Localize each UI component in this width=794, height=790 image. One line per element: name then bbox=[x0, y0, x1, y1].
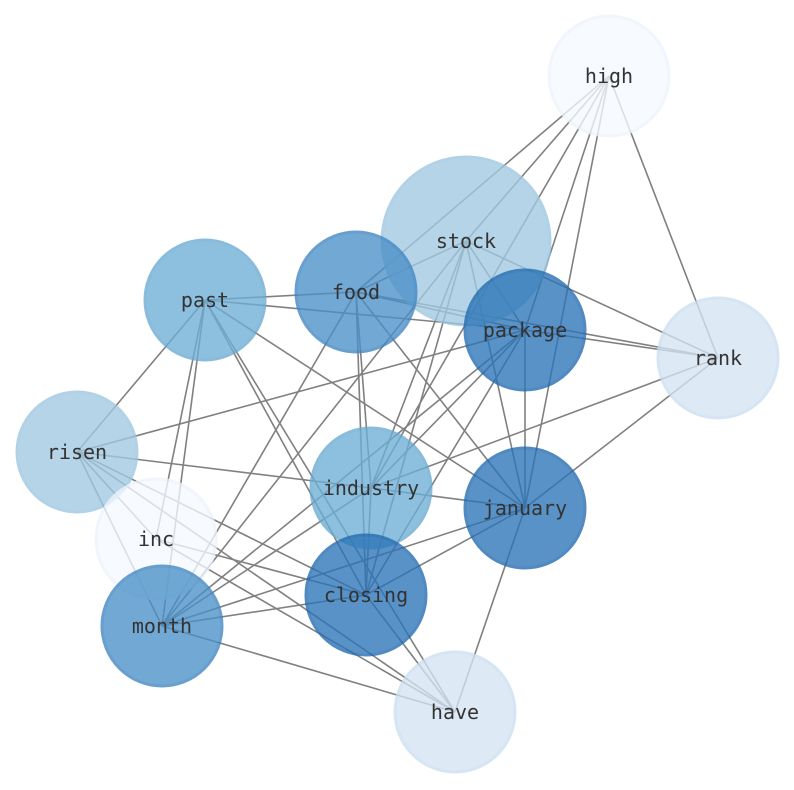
node-label-inc: inc bbox=[138, 527, 174, 551]
node-circle-closing[interactable] bbox=[304, 533, 428, 657]
node-circle-risen[interactable] bbox=[15, 390, 139, 514]
node-circle-food[interactable] bbox=[294, 230, 418, 354]
node-label-food: food bbox=[332, 280, 380, 304]
node-label-high: high bbox=[585, 64, 633, 88]
node-risen[interactable]: risen bbox=[15, 390, 139, 514]
node-past[interactable]: past bbox=[143, 238, 267, 362]
node-label-have: have bbox=[431, 700, 479, 724]
nodes-layer: high stock rank past food package risen industr… bbox=[15, 14, 780, 774]
node-circle-package[interactable] bbox=[463, 268, 587, 392]
node-food[interactable]: food bbox=[294, 230, 418, 354]
node-have[interactable]: have bbox=[393, 650, 517, 774]
edge-rank-industry bbox=[370, 357, 719, 489]
node-label-month: month bbox=[132, 614, 192, 638]
node-label-package: package bbox=[483, 318, 567, 342]
node-label-stock: stock bbox=[436, 229, 496, 253]
node-label-january: january bbox=[483, 496, 567, 520]
node-label-industry: industry bbox=[323, 476, 419, 500]
node-inc[interactable]: inc bbox=[94, 477, 218, 601]
node-industry[interactable]: industry bbox=[309, 426, 433, 550]
node-circle-past[interactable] bbox=[143, 238, 267, 362]
node-january[interactable]: january bbox=[463, 446, 587, 570]
node-circle-rank[interactable] bbox=[656, 296, 780, 420]
node-rank[interactable]: rank bbox=[656, 296, 780, 420]
node-closing[interactable]: closing bbox=[304, 533, 428, 657]
node-circle-high[interactable] bbox=[547, 14, 671, 138]
node-label-past: past bbox=[181, 288, 229, 312]
node-circle-month[interactable] bbox=[100, 564, 224, 688]
node-label-risen: risen bbox=[47, 440, 107, 464]
node-month[interactable]: month bbox=[100, 564, 224, 688]
node-high[interactable]: high bbox=[547, 14, 671, 138]
edge-package-risen bbox=[76, 329, 526, 453]
node-package[interactable]: package bbox=[463, 268, 587, 392]
node-label-rank: rank bbox=[694, 346, 742, 370]
node-label-closing: closing bbox=[324, 583, 408, 607]
node-circle-have[interactable] bbox=[393, 650, 517, 774]
node-circle-january[interactable] bbox=[463, 446, 587, 570]
